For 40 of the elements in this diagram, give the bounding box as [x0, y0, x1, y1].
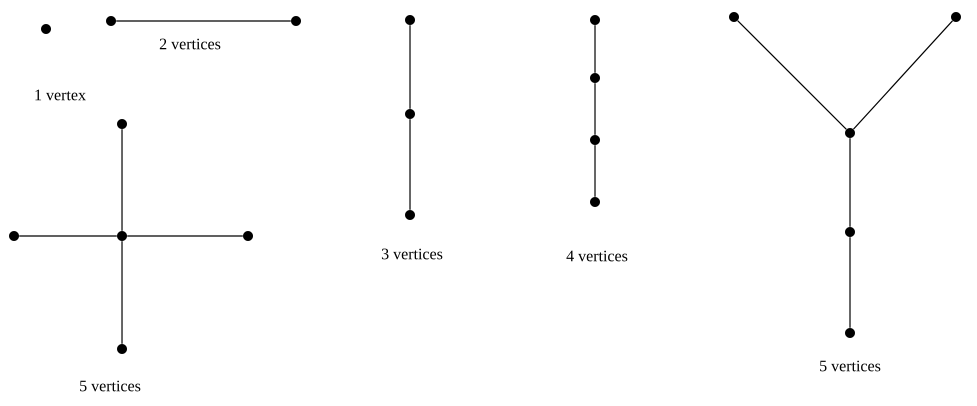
vertex-dot — [729, 12, 739, 22]
vertex-dot — [117, 119, 128, 129]
graph-edge — [594, 145, 596, 197]
graph-edge — [409, 119, 411, 210]
graph-caption: 5 vertices — [820, 360, 880, 372]
graph-caption: 5 vertices — [80, 380, 140, 392]
graph-edge — [121, 241, 123, 344]
vertex-dot — [243, 231, 253, 241]
vertex-dot — [9, 231, 20, 241]
vertex-dot — [590, 15, 600, 25]
vertex-dot — [291, 16, 301, 26]
graph-edge — [19, 235, 117, 237]
vertex-dot — [590, 135, 600, 145]
vertex-dot — [951, 12, 961, 22]
graph-edge — [127, 235, 243, 237]
graph-caption: 4 vertices — [566, 250, 628, 262]
graph-edge — [594, 83, 596, 135]
vertex-dot — [117, 231, 128, 241]
vertex-dot — [590, 73, 600, 83]
graph-edge — [594, 25, 596, 73]
graph-edge — [853, 20, 953, 130]
vertex-dot — [590, 197, 600, 207]
graph-edge — [849, 237, 851, 328]
vertex-dot — [405, 210, 415, 220]
graph-edge — [737, 20, 847, 130]
vertex-dot — [41, 24, 52, 34]
graph-caption: 1 vertex — [35, 90, 86, 100]
vertex-dot — [845, 226, 855, 237]
graph-edge — [121, 129, 123, 231]
graph-edge — [409, 25, 411, 109]
graph-caption: 3 vertices — [382, 248, 442, 260]
graph-caption: 2 vertices — [160, 38, 220, 50]
vertex-dot — [845, 128, 855, 138]
vertex-dot — [117, 344, 128, 354]
vertex-dot — [106, 16, 116, 26]
vertex-dot — [845, 328, 855, 338]
graph-edge — [116, 20, 291, 22]
vertex-dot — [405, 15, 415, 25]
graph-edge — [849, 138, 851, 227]
vertex-dot — [405, 109, 415, 119]
